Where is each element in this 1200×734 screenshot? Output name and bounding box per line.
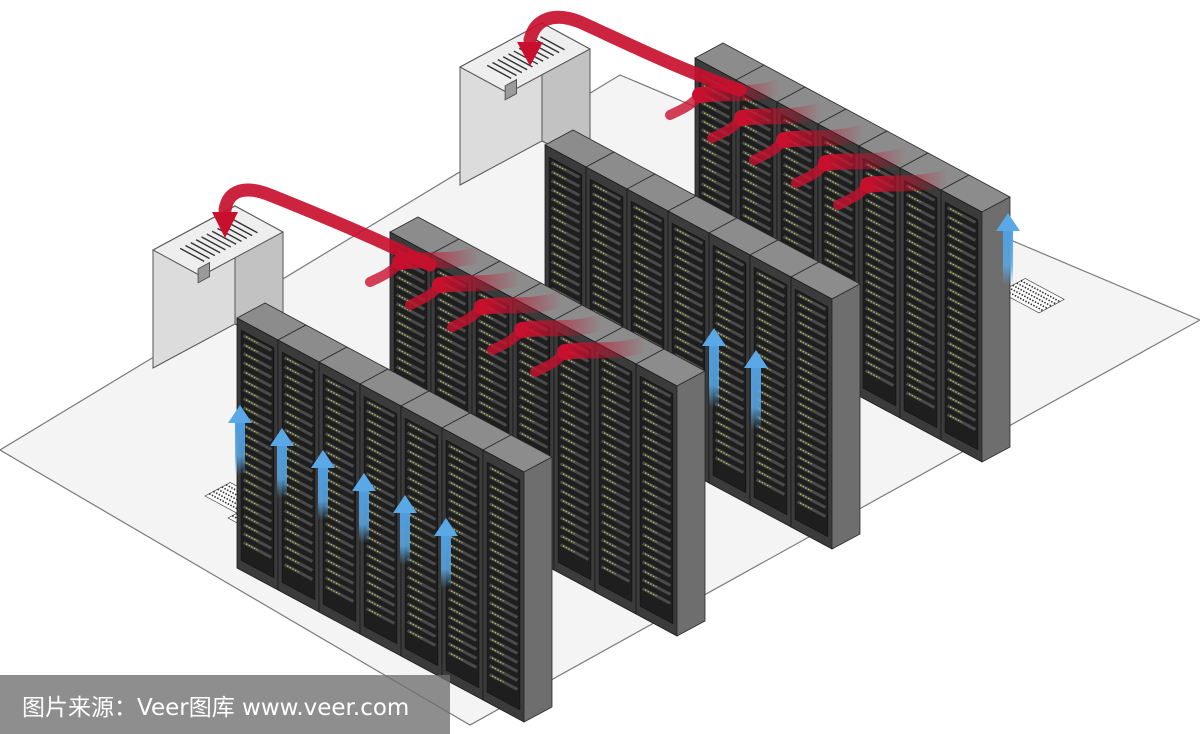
hot-air-plume [530,336,653,377]
hot-air-plume [365,246,488,287]
hot-air-return-arrow [212,183,437,272]
server-rack [594,326,665,615]
cold-air-arrow [311,450,335,520]
server-rack [635,348,706,637]
server-rack [359,368,430,657]
server-rack [318,346,389,635]
rack-row-end-panel [523,456,553,723]
hot-air-flow [212,10,956,377]
hot-air-plume [707,102,830,143]
server-rack [940,174,1011,463]
cold-air-arrow [744,350,768,430]
cold-air-arrow [393,495,417,565]
watermark-banner: 图片来源：Veer图库 www.veer.com [0,675,450,734]
server-rack [790,261,861,550]
cold-air-arrow [352,473,376,543]
cold-air-flow [228,213,1020,588]
server-rack [236,302,307,591]
hot-air-plume [791,147,914,188]
hot-air-plume [487,314,610,355]
hot-air-plume [405,269,528,310]
hot-air-plume [833,169,956,210]
server-rack [899,152,970,441]
cold-air-arrow [434,518,458,588]
hot-air-return-arrow [517,10,747,97]
hot-air-plume [447,291,570,332]
cold-air-arrow [228,405,252,475]
hot-air-plume [749,124,872,165]
cold-air-arrow [270,428,294,498]
cold-air-arrow [702,328,726,408]
hot-air-plume [665,79,788,120]
rack-row-end-panel [831,283,861,550]
server-rack [441,412,512,701]
server-rack [400,390,471,679]
server-rack [482,434,553,723]
crac-unit [151,205,285,369]
server-rack [277,324,348,613]
server-rack [708,217,779,506]
cold-air-arrow [996,213,1020,285]
server-rack [749,239,820,528]
perforated-tile [999,278,1065,314]
watermark-text: 图片来源：Veer图库 www.veer.com [22,694,410,721]
rack-row-end-panel [676,370,706,637]
